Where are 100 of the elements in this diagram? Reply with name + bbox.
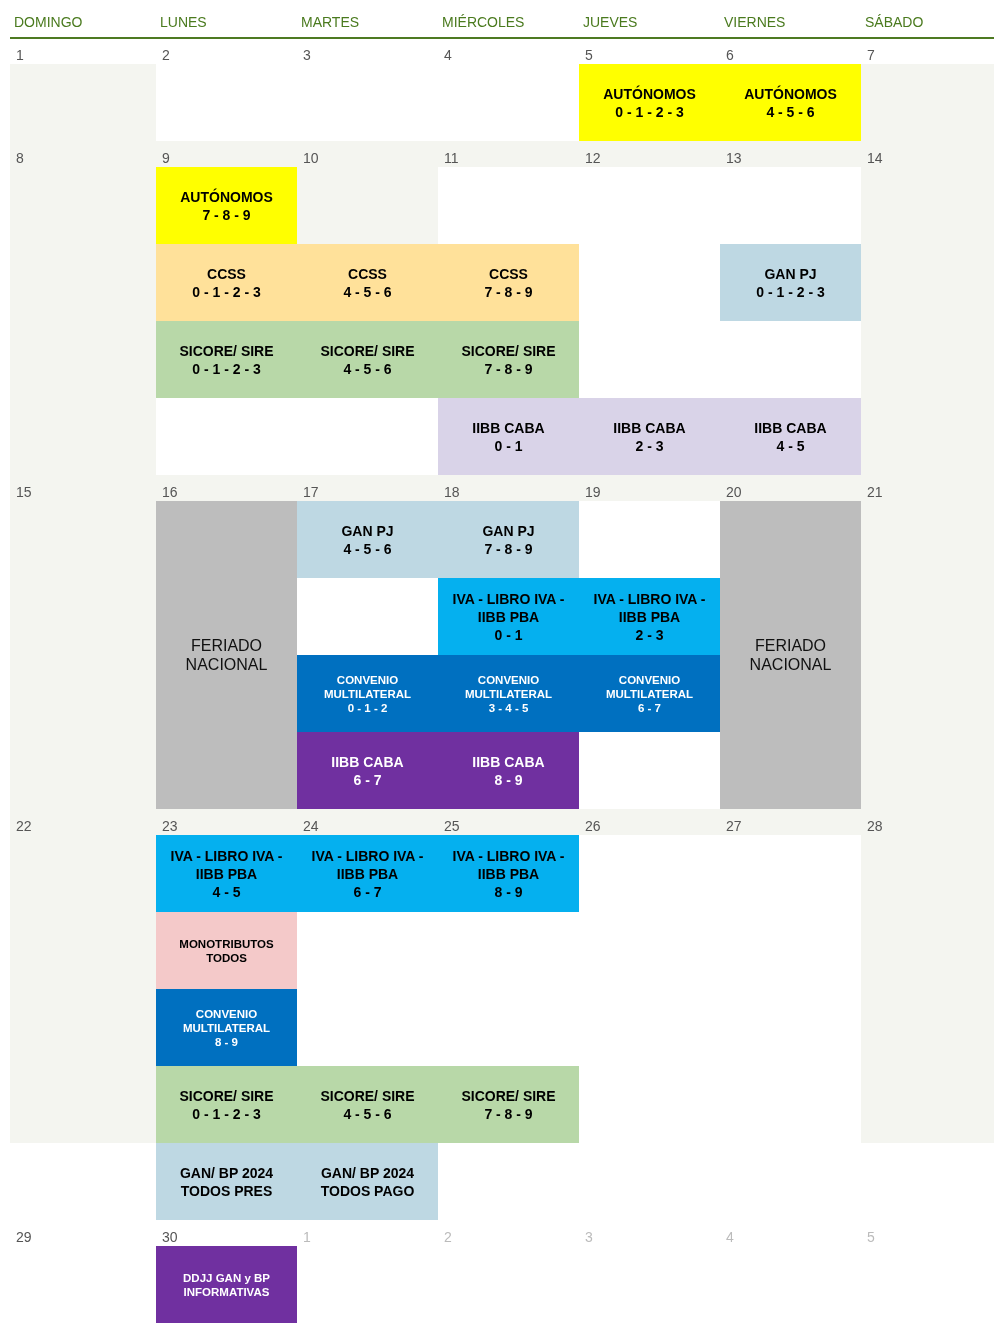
event-block [438,732,579,809]
event-block [156,1246,297,1323]
digit-range: 0 - 1 [494,625,523,644]
event-title: MONOTRIBUTOS TODOS [178,936,275,965]
day-number: 5 [867,1229,875,1245]
weekday-header: MARTES [301,14,360,30]
digit-range: 0 - 1 - 2 - 3 [615,102,684,121]
event-title: SICORE/ SIRE [320,1086,415,1105]
event-block [297,501,438,578]
event-block [156,167,297,244]
event-block [720,244,861,321]
holiday-block [156,501,297,809]
day-number: 6 [726,47,734,63]
day-number: 29 [16,1229,32,1245]
day-number: 13 [726,150,742,166]
weekday-header: JUEVES [583,14,638,30]
event-title: SICORE/ SIRE [179,1086,274,1105]
event-block [438,578,579,655]
day-number: 2 [444,1229,452,1245]
event-block [297,655,438,732]
digit-range: 7 - 8 - 9 [484,1104,533,1123]
weekday-header: LUNES [160,14,207,30]
event-title: SICORE/ SIRE [179,341,274,360]
event-block [438,398,579,475]
day-number: 11 [444,150,459,166]
event-block [297,1143,438,1220]
digit-range: 4 - 5 - 6 [766,102,815,121]
event-block [156,244,297,321]
day-number: 8 [16,150,24,166]
day-number: 12 [585,150,601,166]
day-number: 16 [162,484,178,500]
day-number: 27 [726,818,742,834]
event-title: CCSS [489,264,528,283]
event-title: IVA - LIBRO IVA - IIBB PBA [310,846,425,883]
day-number: 1 [303,1229,311,1245]
day-number: 3 [585,1229,593,1245]
day-number: 3 [303,47,311,63]
event-title: CONVENIO MULTILATERAL [604,672,695,701]
weekday-header: VIERNES [724,14,786,30]
digit-range: 6 - 7 [353,770,382,789]
event-title: SICORE/ SIRE [461,341,556,360]
event-title: IIBB CABA [472,752,545,771]
event-title: GAN PJ [341,521,394,540]
digit-range: 7 - 8 - 9 [484,539,533,558]
day-number: 14 [867,150,883,166]
day-number: 7 [867,47,875,63]
day-number: 22 [16,818,32,834]
event-title: AUTÓNOMOS [744,84,837,103]
digit-range: 0 - 1 - 2 - 3 [756,282,825,301]
day-number: 1 [16,47,24,63]
event-title: SICORE/ SIRE [320,341,415,360]
day-number: 5 [585,47,593,63]
event-block [438,501,579,578]
holiday-block [720,501,861,809]
day-number: 9 [162,150,170,166]
event-block [156,321,297,398]
event-title: GAN/ BP 2024 TODOS PRES [178,1163,275,1200]
event-block [720,64,861,141]
event-title: IVA - LIBRO IVA - IIBB PBA [451,846,566,883]
event-title: IVA - LIBRO IVA - IIBB PBA [592,589,707,626]
event-title: IIBB CABA [472,418,545,437]
event-block [156,1066,297,1143]
digit-range: 8 - 9 [494,770,523,789]
day-number: 28 [867,818,883,834]
weekday-header: MIÉRCOLES [442,14,525,30]
day-number: 25 [444,818,460,834]
event-block [297,732,438,809]
event-title: AUTÓNOMOS [180,187,273,206]
digit-range: 0 - 1 [494,436,523,455]
digit-range: 4 - 5 - 6 [343,1104,392,1123]
event-title: CONVENIO MULTILATERAL [181,1006,272,1035]
event-title: IVA - LIBRO IVA - IIBB PBA [169,846,284,883]
day-number: 21 [867,484,883,500]
digit-range: 0 - 1 - 2 - 3 [192,359,261,378]
digit-range: 4 - 5 [776,436,805,455]
event-title: FERIADO NACIONAL [748,636,833,674]
event-title: CONVENIO MULTILATERAL [322,672,413,701]
day-number: 24 [303,818,319,834]
event-block [579,64,720,141]
day-number: 4 [726,1229,734,1245]
event-block [156,1143,297,1220]
event-title: CONVENIO MULTILATERAL [463,672,554,701]
digit-range: 7 - 8 - 9 [484,282,533,301]
weekday-header: SÁBADO [865,14,924,30]
event-block [438,321,579,398]
event-block [156,835,297,912]
event-title: CCSS [207,264,246,283]
day-number: 2 [162,47,170,63]
day-number: 18 [444,484,460,500]
day-number: 10 [303,150,319,166]
digit-range: 8 - 9 [215,1034,238,1049]
day-number: 26 [585,818,601,834]
day-number: 30 [162,1229,178,1245]
digit-range: 0 - 1 - 2 - 3 [192,282,261,301]
event-block [438,835,579,912]
weekday-header: DOMINGO [14,14,83,30]
digit-range: 8 - 9 [494,882,523,901]
digit-range: 0 - 1 - 2 - 3 [192,1104,261,1123]
event-title: GAN PJ [482,521,535,540]
day-number: 17 [303,484,319,500]
